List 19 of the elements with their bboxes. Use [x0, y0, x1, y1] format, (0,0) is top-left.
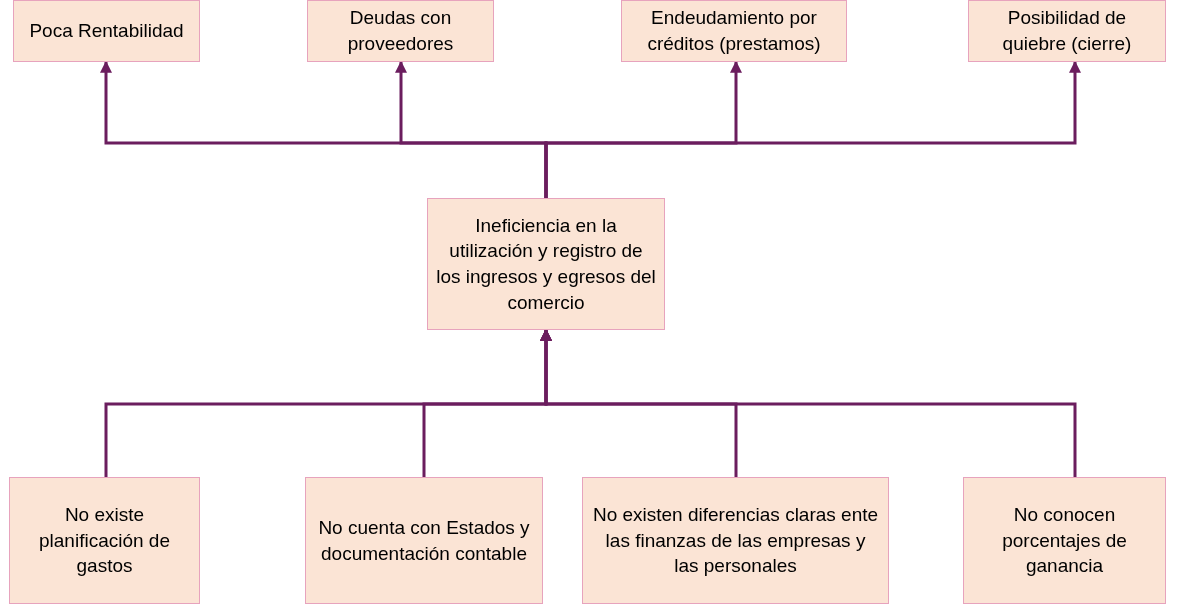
- text-box: [968, 0, 1166, 62]
- box-text: No conocen porcentajes de ganancia: [1001, 503, 1128, 579]
- text-box: [427, 198, 665, 330]
- text-box: [963, 477, 1166, 604]
- box-text: Ineficiencia en la utilización y registro de los ingresos y egresos del comercio: [436, 213, 656, 315]
- text-box: [9, 477, 200, 604]
- connector-arrow: [544, 60, 1081, 198]
- box-text: Deudas con proveedores: [346, 6, 455, 56]
- box-text: No existen diferencias claras ente las finanzas de las empresas y las personales: [591, 503, 880, 579]
- box-text: No cuenta con Estados y documentación contable: [317, 515, 531, 566]
- text-box: [13, 0, 200, 62]
- box-text: Endeudamiento por créditos (prestamos): [646, 6, 822, 56]
- text-box: [582, 477, 889, 604]
- text-box: [307, 0, 494, 62]
- text-box: [305, 477, 543, 604]
- text-box: [621, 0, 847, 62]
- box-text: No existe planificación de gastos: [38, 503, 171, 579]
- box-text: Poca Rentabilidad: [29, 19, 184, 44]
- box-text: Posibilidad de quiebre (cierre): [1001, 6, 1133, 56]
